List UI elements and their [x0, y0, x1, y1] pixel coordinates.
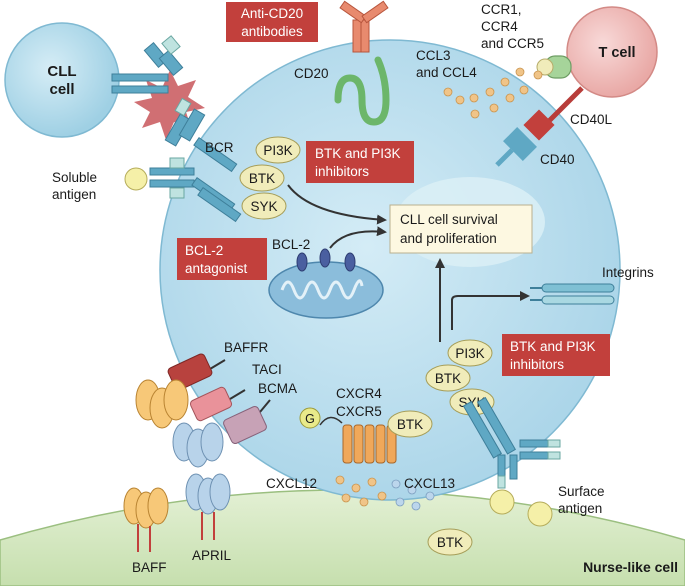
baffr-label: BAFFR — [224, 340, 269, 355]
ccr-ligand — [536, 58, 554, 76]
soluble-antigen-label-1: Soluble — [52, 170, 97, 185]
btk-lower — [425, 364, 471, 392]
baff-label: BAFF — [132, 560, 167, 575]
soluble-antigen — [124, 167, 148, 191]
cll-cell-label-1: CLL — [47, 63, 76, 80]
btk-pi3k-right-line-2: inhibitors — [510, 357, 564, 372]
surface-antigen-right — [527, 501, 553, 527]
arrow-bcl2-to-outcome — [329, 226, 387, 249]
bcl2-proteins — [296, 248, 356, 272]
btk-top — [239, 164, 285, 192]
pi3k-lower — [447, 339, 493, 367]
anti-cd20-line-2: antibodies — [241, 24, 303, 39]
btk-cxcr-label: BTK — [397, 417, 423, 432]
bcl2-label: BCL-2 — [272, 237, 310, 252]
t-cell — [566, 6, 658, 98]
mitochondrion — [268, 261, 384, 319]
ccr-label-2: CCR4 — [481, 19, 518, 34]
btk-pi3k-top-line-1: BTK and PI3K — [315, 146, 401, 161]
cd40 — [503, 127, 537, 161]
cd40-label: CD40 — [540, 152, 575, 167]
outcome-line-2: and proliferation — [400, 231, 497, 246]
g-protein-label: G — [305, 412, 315, 426]
surface-antigen-label-1: Surface — [558, 484, 605, 499]
bcr-soluble — [149, 137, 242, 223]
anti-cd20-antibody — [339, 0, 389, 53]
btk-nurse — [427, 528, 473, 556]
btk-top-label: BTK — [249, 171, 275, 186]
g-protein — [299, 407, 321, 429]
btk-pi3k-right-drug-box — [502, 334, 610, 376]
cd20-label: CD20 — [294, 66, 329, 81]
ccl-label-2: and CCL4 — [416, 65, 477, 80]
bcma-receptor — [223, 399, 271, 444]
integrins-label: Integrins — [602, 265, 654, 280]
pi3k-top — [255, 136, 301, 164]
cll-cell-label-2: cell — [49, 81, 74, 98]
btk-cxcr — [387, 410, 433, 438]
pi3k-lower-label: PI3K — [455, 346, 484, 361]
bcr-surface-light — [497, 439, 561, 489]
btk-pi3k-top-line-2: inhibitors — [315, 164, 369, 179]
cxcr-receptor — [342, 424, 397, 464]
april-trimer-upper — [172, 422, 224, 468]
integrins — [530, 283, 615, 305]
cxcl12-dots — [335, 475, 387, 507]
syk-top-label: SYK — [250, 199, 277, 214]
bcr-light-chain — [161, 35, 192, 117]
cd40l-label: CD40L — [570, 112, 613, 127]
bcl2-antagonist-line-2: antagonist — [185, 261, 248, 276]
surface-antigen-label-2: antigen — [558, 501, 602, 516]
bcr-soluble-light — [169, 157, 185, 199]
bcl2-antagonist-drug-box — [177, 238, 267, 280]
anti-cd20-line-1: Anti-CD20 — [241, 6, 303, 21]
bcl2-antagonist-line-1: BCL-2 — [185, 243, 223, 258]
btk-nurse-label: BTK — [437, 535, 463, 550]
arrow-to-integrins — [451, 291, 530, 330]
bcr-surface — [462, 396, 549, 480]
surface-antigen-left — [489, 489, 515, 515]
btk-lower-label: BTK — [435, 371, 461, 386]
btk-pi3k-top-drug-box — [306, 141, 414, 183]
april-membrane — [185, 473, 231, 540]
bcr-receptor — [111, 42, 206, 147]
cll-cell — [4, 22, 120, 138]
bcr-label: BCR — [205, 140, 234, 155]
ccr-label-1: CCR1, — [481, 2, 522, 17]
ccr-label-3: and CCR5 — [481, 36, 544, 51]
btk-pi3k-right-line-1: BTK and PI3K — [510, 339, 596, 354]
syk-top — [241, 192, 287, 220]
cd20 — [334, 56, 390, 126]
cxcr-label-1: CXCR4 — [336, 386, 382, 401]
baff-trimer-upper — [135, 379, 189, 429]
taci-receptor — [189, 386, 246, 422]
outcome-box — [389, 204, 533, 254]
baff-membrane — [123, 487, 169, 552]
taci-label: TACI — [252, 362, 282, 377]
soluble-antigen-label-2: antigen — [52, 187, 96, 202]
outcome-line-1: CLL cell survival — [400, 212, 498, 227]
t-cell-label: T cell — [598, 45, 635, 61]
ccl-label-1: CCL3 — [416, 48, 451, 63]
cd40-stalk — [495, 148, 514, 167]
cxcr-label-2: CXCR5 — [336, 404, 382, 419]
arrow-kinase-to-outcome — [287, 184, 387, 225]
nurse-like-cell-label: Nurse-like cell — [583, 559, 678, 575]
cxcl13-label: CXCL13 — [404, 476, 455, 491]
bcma-label: BCMA — [258, 381, 297, 396]
cd40l-stalk — [546, 86, 584, 124]
april-label: APRIL — [192, 548, 232, 563]
cxcl13-dots — [391, 479, 435, 511]
ccl-chemokines — [443, 67, 543, 119]
mitochondrion-cristae — [280, 279, 364, 300]
pi3k-top-label: PI3K — [263, 143, 292, 158]
cxcl12-label: CXCL12 — [266, 476, 317, 491]
anti-cd20-drug-box — [226, 2, 318, 42]
